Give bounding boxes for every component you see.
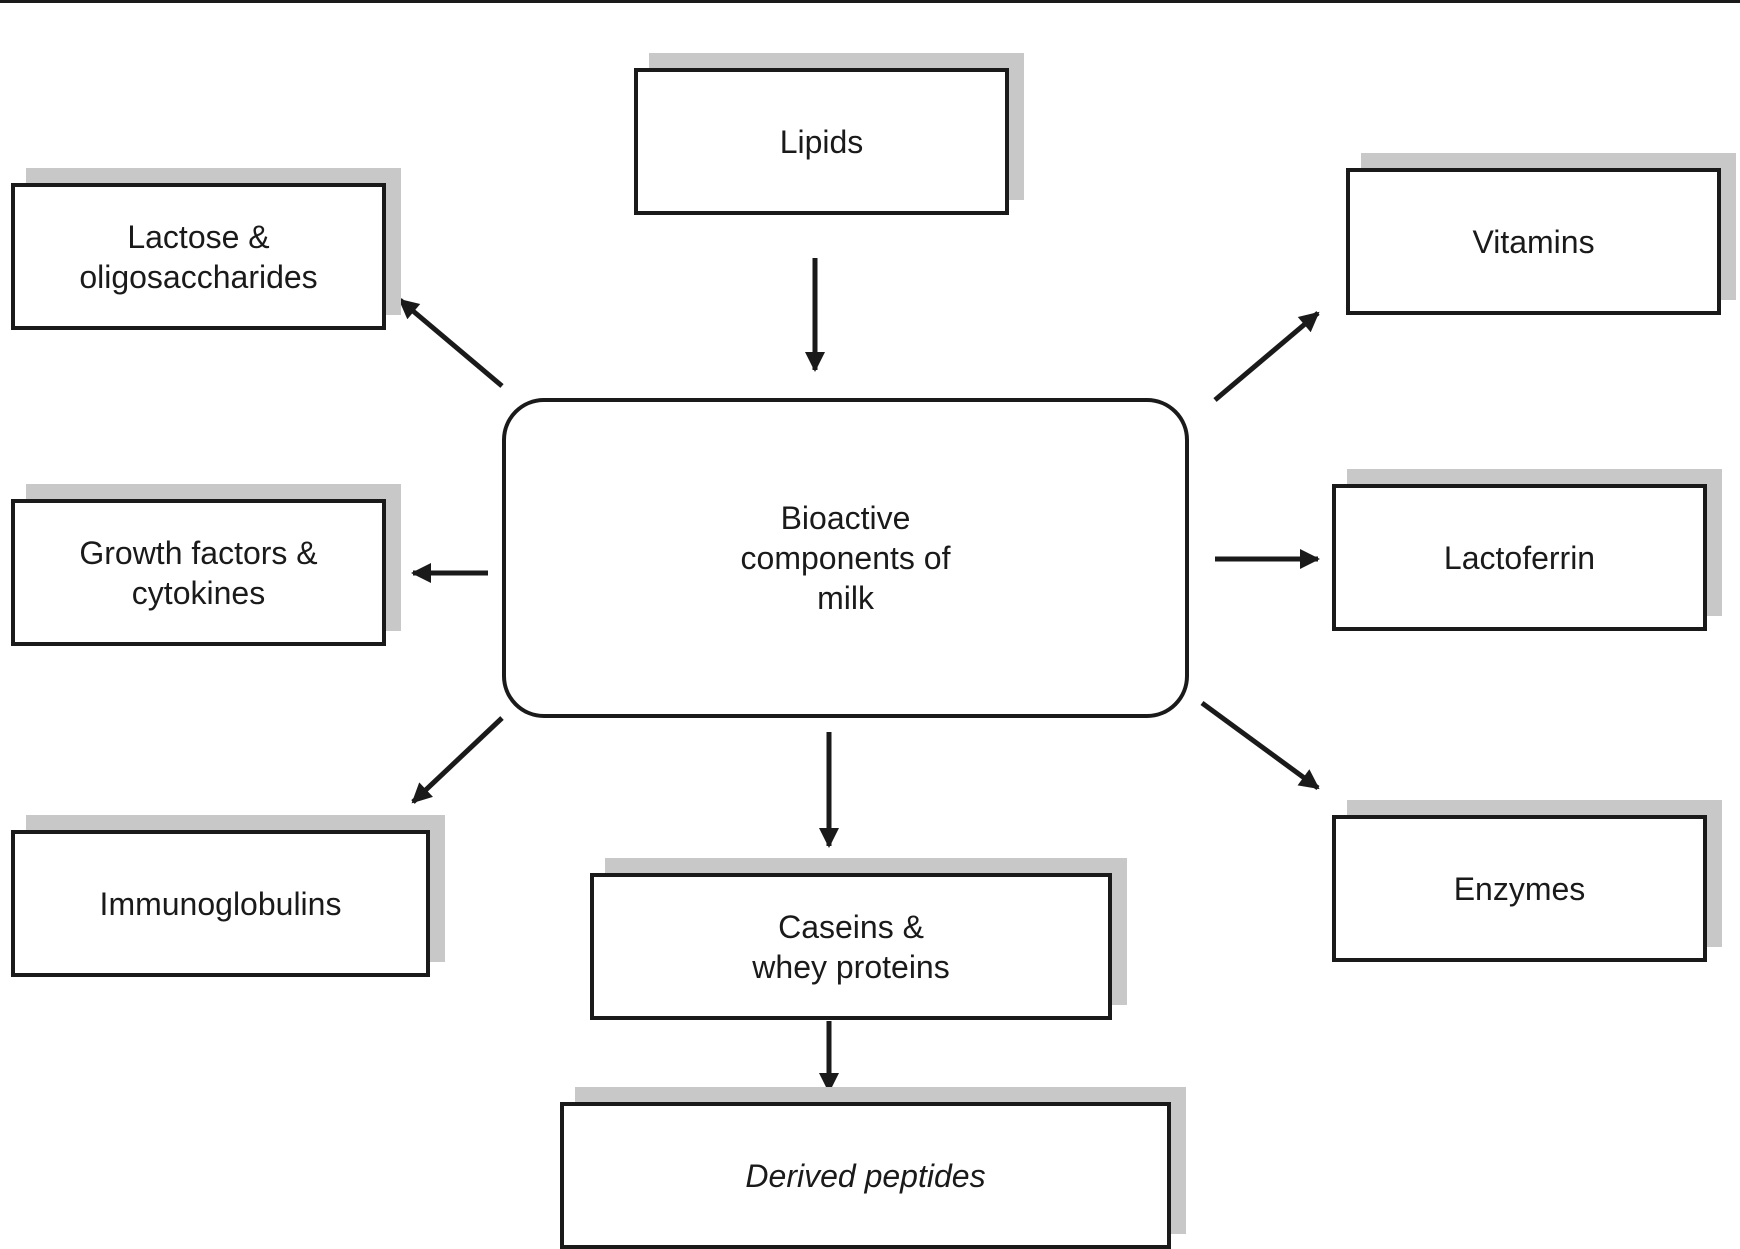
node-lipids-label: Lipids <box>779 123 864 160</box>
node-caseins-whey-proteins: Caseins & whey proteins <box>590 873 1112 1020</box>
node-lactose-oligosaccharides: Lactose & oligosaccharides <box>11 183 386 330</box>
node-growth-factors-cytokines: Growth factors & cytokines <box>11 499 386 646</box>
node-bioactive-components-label: Bioactive components of milk <box>740 500 951 616</box>
arrow-center-to-immunoglobulins <box>411 716 504 804</box>
node-derived-peptides: Derived peptides <box>560 1102 1171 1249</box>
node-lactose-label: Lactose & oligosaccharides <box>79 218 318 295</box>
node-derived-peptides-label: Derived peptides <box>745 1157 986 1194</box>
arrow-center-to-lactose <box>398 298 504 388</box>
node-growth-factors-label: Growth factors & cytokines <box>79 534 318 611</box>
node-lactoferrin: Lactoferrin <box>1332 484 1707 631</box>
top-rule <box>0 0 1740 3</box>
node-enzymes: Enzymes <box>1332 815 1707 962</box>
arrow-center-to-enzymes <box>1200 700 1320 791</box>
node-immunoglobulins: Immunoglobulins <box>11 830 430 977</box>
node-vitamins: Vitamins <box>1346 168 1721 315</box>
node-vitamins-label: Vitamins <box>1472 223 1595 260</box>
node-immunoglobulins-label: Immunoglobulins <box>99 885 342 922</box>
node-caseins-label: Caseins & whey proteins <box>752 908 950 985</box>
node-bioactive-components: Bioactive components of milk <box>502 398 1189 718</box>
node-lipids: Lipids <box>634 68 1009 215</box>
node-lactoferrin-label: Lactoferrin <box>1443 539 1596 576</box>
node-enzymes-label: Enzymes <box>1453 870 1586 907</box>
arrow-center-to-vitamins <box>1213 311 1320 402</box>
